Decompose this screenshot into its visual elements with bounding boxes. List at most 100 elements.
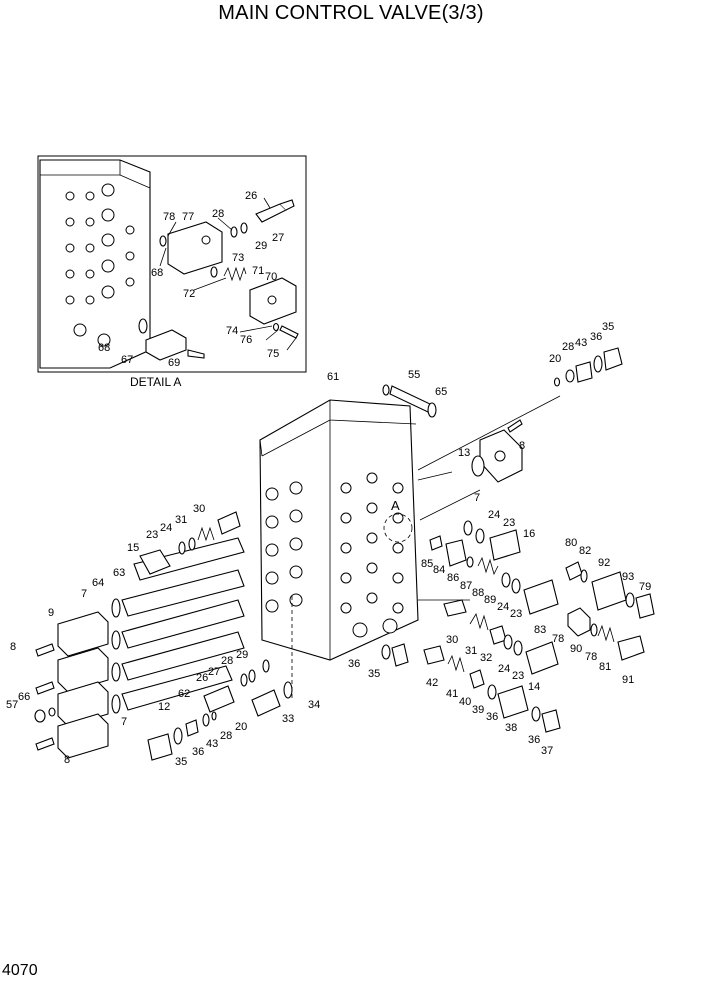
body-port-grid xyxy=(265,472,404,638)
callout: 24 xyxy=(498,663,510,675)
callout: 27 xyxy=(272,232,284,244)
callout: 30 xyxy=(193,503,205,515)
detail-a-marker-circle xyxy=(383,513,413,543)
callout: 90 xyxy=(570,643,582,655)
main-valve-body: A xyxy=(259,399,419,661)
plug-35-center xyxy=(391,643,409,667)
callout: 78 xyxy=(552,633,564,645)
callout: 31 xyxy=(465,645,477,657)
callout: 77 xyxy=(182,211,194,223)
spool-assemblies-right xyxy=(381,520,655,733)
callout: 8 xyxy=(10,641,16,653)
callout: 68 xyxy=(151,267,163,279)
callout: 28 xyxy=(220,730,232,742)
o-ring-29 xyxy=(240,222,248,234)
spring-71 xyxy=(223,266,247,282)
callout: 8 xyxy=(519,440,525,452)
callout: 35 xyxy=(368,668,380,680)
washer-76 xyxy=(272,322,280,332)
o-ring-36-upper xyxy=(593,355,603,373)
callout: 61 xyxy=(327,371,339,383)
callout: 39 xyxy=(472,704,484,716)
callout: 29 xyxy=(255,240,267,252)
callout: 33 xyxy=(282,713,294,725)
callout: 62 xyxy=(178,688,190,700)
callout: 78 xyxy=(163,211,175,223)
o-ring-28-lower xyxy=(248,669,256,683)
plug-35-lower-left xyxy=(147,733,173,761)
callout: 36 xyxy=(192,746,204,758)
bolt-75 xyxy=(279,325,299,339)
callout: 74 xyxy=(226,325,238,337)
page-number: 4070 xyxy=(2,962,38,979)
callout: 34 xyxy=(308,699,320,711)
callout: 32 xyxy=(480,652,492,664)
o-ring-27-lower xyxy=(240,673,248,687)
plug-37 xyxy=(541,709,561,733)
callout: 69 xyxy=(168,357,180,369)
callout: 73 xyxy=(232,252,244,264)
o-ring-7-upper xyxy=(471,455,485,477)
callout: 88 xyxy=(472,587,484,599)
plug-26-lower xyxy=(203,685,235,713)
callout: 37 xyxy=(541,745,553,757)
callout: 23 xyxy=(510,608,522,620)
plate-67 xyxy=(145,329,187,361)
callout: 65 xyxy=(435,386,447,398)
callout: 78 xyxy=(585,651,597,663)
o-ring-43-upper xyxy=(575,361,593,383)
plug-16 xyxy=(489,529,521,561)
callout: 85 xyxy=(421,558,433,570)
detail-a-panel: DETAIL A xyxy=(37,155,307,389)
callout: 68 xyxy=(98,342,110,354)
detail-body-ports xyxy=(65,183,135,347)
callout: 7 xyxy=(81,588,87,600)
callout-labels: 26 78 77 28 29 27 68 73 71 70 72 74 76 7… xyxy=(6,190,651,768)
callout: 9 xyxy=(48,607,54,619)
plug-84 xyxy=(445,539,467,567)
callout: 7 xyxy=(474,492,480,504)
plug-35-upper xyxy=(603,347,623,371)
plug-33 xyxy=(251,689,281,717)
callout: 16 xyxy=(523,528,535,540)
callout: 30 xyxy=(446,634,458,646)
callout: 76 xyxy=(240,334,252,346)
callout: 27 xyxy=(208,666,220,678)
callout: 43 xyxy=(206,738,218,750)
callout: 7 xyxy=(121,716,127,728)
callout: 70 xyxy=(265,271,277,283)
sleeve-92 xyxy=(591,571,627,611)
callout: 36 xyxy=(590,331,602,343)
callout: 26 xyxy=(196,672,208,684)
o-ring-78 xyxy=(159,235,167,247)
detail-a-marker: A xyxy=(391,498,400,513)
spring-31-left xyxy=(197,526,215,542)
backup-ring-20 xyxy=(553,377,561,387)
spring-cap-9 xyxy=(57,611,109,657)
callout: 20 xyxy=(549,353,561,365)
callout: 28 xyxy=(562,341,574,353)
callout: 86 xyxy=(447,572,459,584)
page-title: MAIN CONTROL VALVE(3/3) xyxy=(218,2,484,24)
callout: 79 xyxy=(639,581,651,593)
o-ring-68 xyxy=(138,318,148,334)
washer-55 xyxy=(382,384,390,396)
callout: 91 xyxy=(622,674,634,686)
plug-83 xyxy=(523,579,559,615)
callout: 40 xyxy=(459,696,471,708)
callout: 36 xyxy=(528,734,540,746)
callout: 55 xyxy=(408,369,420,381)
callout: 36 xyxy=(486,711,498,723)
bolt-8-left-top xyxy=(35,643,55,657)
o-ring-24-left xyxy=(188,537,196,551)
callout: 75 xyxy=(267,348,279,360)
callout: 57 xyxy=(6,699,18,711)
callout: 64 xyxy=(92,577,104,589)
callout: 82 xyxy=(579,545,591,557)
callout: 66 xyxy=(18,691,30,703)
poppet-30-left xyxy=(217,511,241,535)
callout: 24 xyxy=(488,509,500,521)
callout: 14 xyxy=(528,681,540,693)
callout: 92 xyxy=(598,557,610,569)
callout: 38 xyxy=(505,722,517,734)
